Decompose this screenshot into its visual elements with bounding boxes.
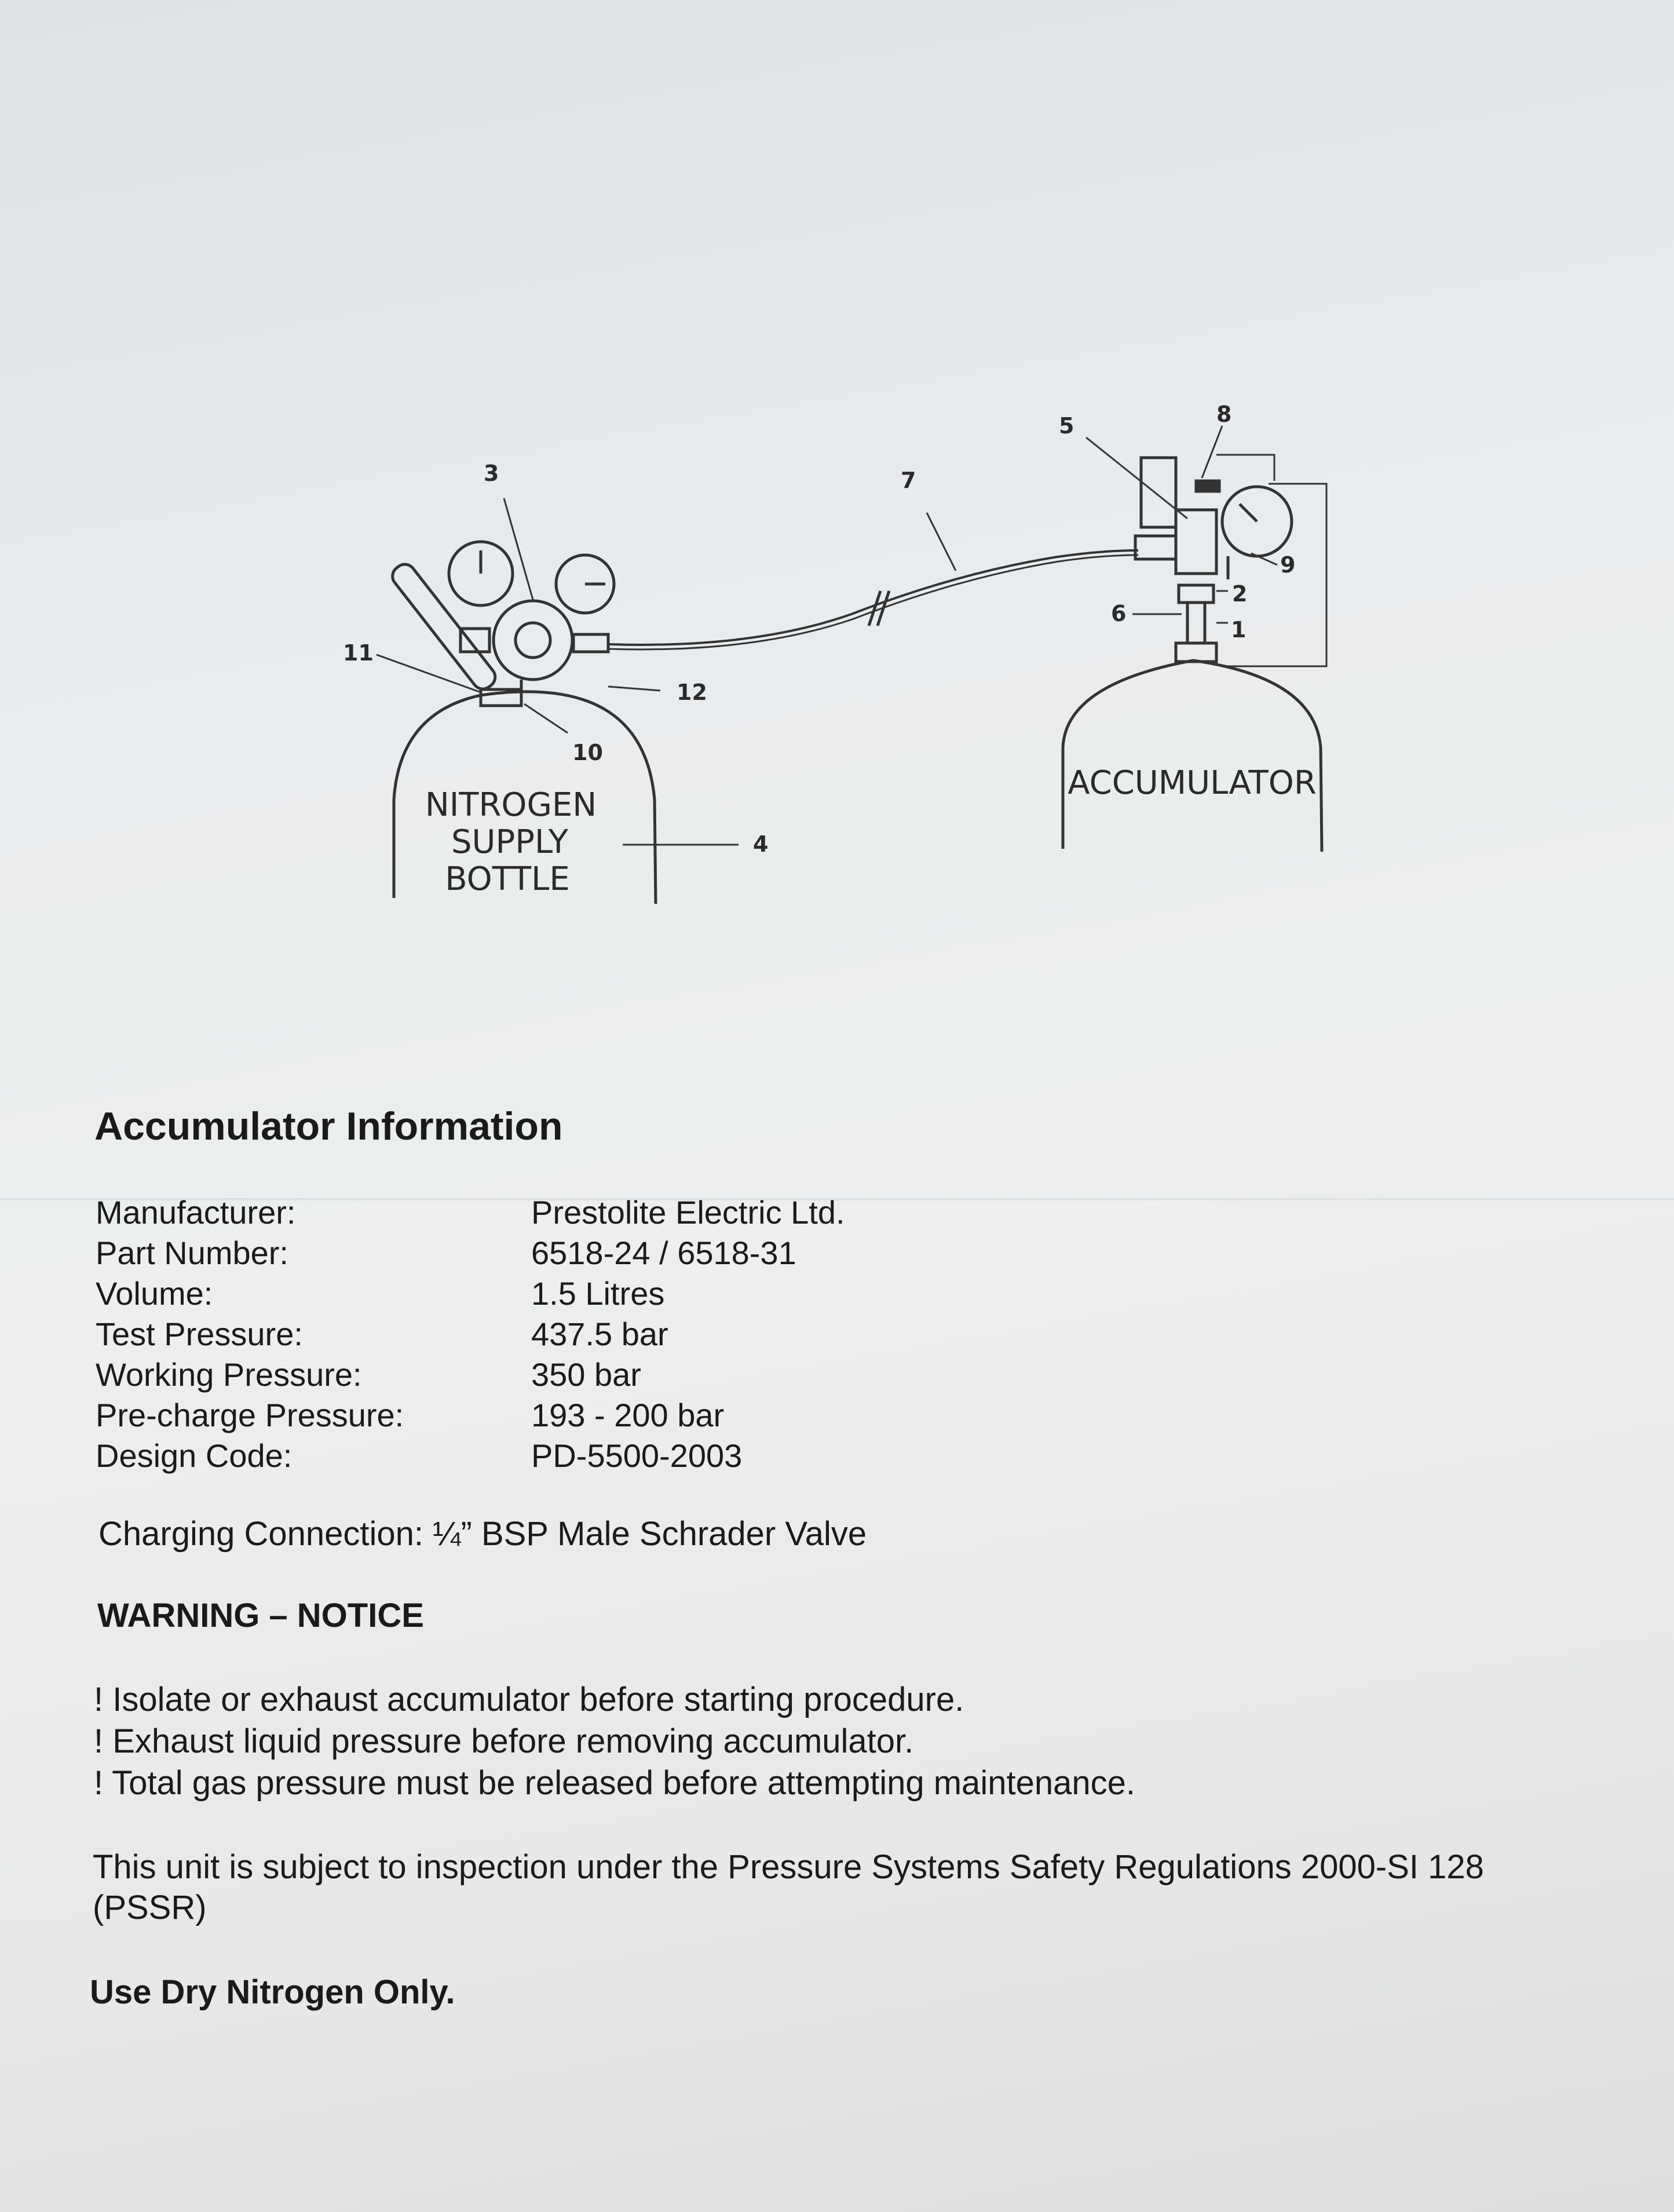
charging-hose [608,549,1139,646]
spec-value: 193 - 200 bar [531,1397,725,1433]
spec-value: 6518-24 / 6518-31 [531,1235,796,1271]
nitrogen-bottle-label-line1: NITROGEN [425,786,597,824]
callout-4: 4 [753,831,768,857]
nitrogen-bottle-label-line2: SUPPLY [451,823,569,861]
spec-value: 437.5 bar [531,1316,668,1352]
callout-12: 12 [677,680,707,705]
spec-row-part-number: Part Number: 6518-24 / 6518-31 [96,1233,845,1273]
paper-fold-crease [0,1198,1674,1202]
spec-value: Prestolite Electric Ltd. [531,1194,845,1231]
spec-value: PD-5500-2003 [531,1437,743,1474]
spec-label: Test Pressure: [96,1316,303,1352]
spec-label: Working Pressure: [96,1356,362,1393]
warning-heading: WARNING – NOTICE [97,1597,424,1634]
callout-6: 6 [1111,601,1126,626]
accumulator-valve-base [1174,641,1218,663]
regulator-handle [391,563,497,691]
nitrogen-bottle-outline [392,690,657,904]
warning-item: ! Exhaust liquid pressure before removin… [94,1722,914,1760]
callout-7: 7 [901,468,916,493]
callout-10: 10 [572,740,603,765]
spec-row-pre-charge-pressure: Pre-charge Pressure: 193 - 200 bar [96,1395,845,1436]
accumulator-outline [1061,659,1324,852]
callout-3: 3 [484,461,499,486]
spec-label: Manufacturer: [96,1194,296,1231]
nitrogen-bottle-label-line3: BOTTLE [445,860,570,898]
spec-label: Part Number: [96,1235,288,1271]
warning-item: ! Isolate or exhaust accumulator before … [94,1681,964,1718]
nitrogen-valve-base [479,688,523,707]
spec-value: 1.5 Litres [531,1275,665,1312]
charging-connection-text: Charging Connection: ¼” BSP Male Schrade… [98,1515,867,1553]
warning-list: ! Isolate or exhaust accumulator before … [94,1679,1135,1804]
spec-value: 350 bar [531,1356,641,1393]
callout-9: 9 [1280,552,1295,578]
accumulator-info-title: Accumulator Information [94,1104,563,1148]
callout-1: 1 [1231,617,1246,643]
spec-row-volume: Volume: 1.5 Litres [96,1273,845,1314]
regulator-gauge-right [554,553,616,615]
callout-5: 5 [1059,413,1074,439]
regulator-body [492,599,574,681]
accumulator-label: ACCUMULATOR [1068,764,1316,802]
dry-nitrogen-notice: Use Dry Nitrogen Only. [90,1973,455,2011]
callout-11: 11 [343,640,374,666]
charging-diagram: NITROGEN SUPPLY BOTTLE ACCUMULATOR 1 2 3… [0,0,1674,985]
callout-8: 8 [1216,401,1231,427]
regulator-gauge-left [447,540,514,607]
warning-item: ! Total gas pressure must be released be… [94,1764,1135,1802]
spec-label: Design Code: [96,1437,293,1474]
charging-head-body [1174,508,1218,575]
spec-row-design-code: Design Code: PD-5500-2003 [96,1436,845,1476]
callout-2: 2 [1232,581,1247,607]
spec-row-working-pressure: Working Pressure: 350 bar [96,1355,845,1395]
spec-label: Volume: [96,1275,213,1312]
spec-row-manufacturer: Manufacturer: Prestolite Electric Ltd. [96,1192,845,1233]
spec-label: Pre-charge Pressure: [96,1397,404,1433]
spec-table: Manufacturer: Prestolite Electric Ltd. P… [96,1192,845,1476]
spec-row-test-pressure: Test Pressure: 437.5 bar [96,1314,845,1355]
inspection-note: This unit is subject to inspection under… [93,1848,1484,1926]
